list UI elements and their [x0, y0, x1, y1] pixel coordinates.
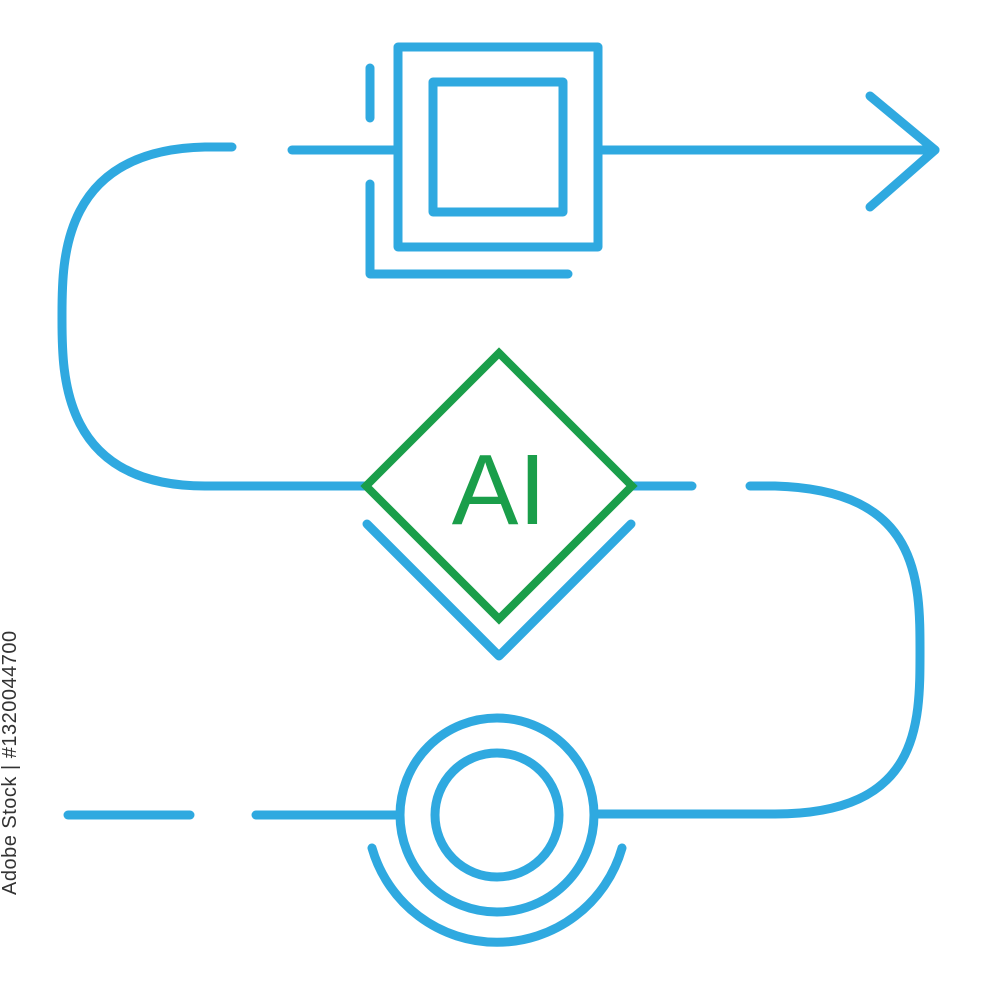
- right-loop-line: [593, 481, 925, 819]
- diamond-decision-icon: AI: [360, 347, 638, 661]
- square-bracket-bottom: [365, 179, 573, 279]
- square-process-icon: [365, 42, 603, 279]
- circle-inner: [430, 748, 564, 882]
- square-outer: [393, 42, 603, 252]
- top-flow-line: [287, 91, 940, 212]
- circle-node-icon: [367, 713, 627, 947]
- diamond-underline: [362, 519, 636, 661]
- circle-outer: [395, 713, 599, 917]
- left-loop-line: [57, 142, 371, 491]
- diamond-outline: [360, 347, 638, 625]
- ai-label: AI: [452, 434, 546, 546]
- stock-id-text: Adobe Stock | #1320044700: [0, 630, 21, 895]
- arrow-right-icon: [865, 91, 940, 212]
- circle-underarc: [367, 843, 627, 947]
- square-inner: [428, 77, 568, 217]
